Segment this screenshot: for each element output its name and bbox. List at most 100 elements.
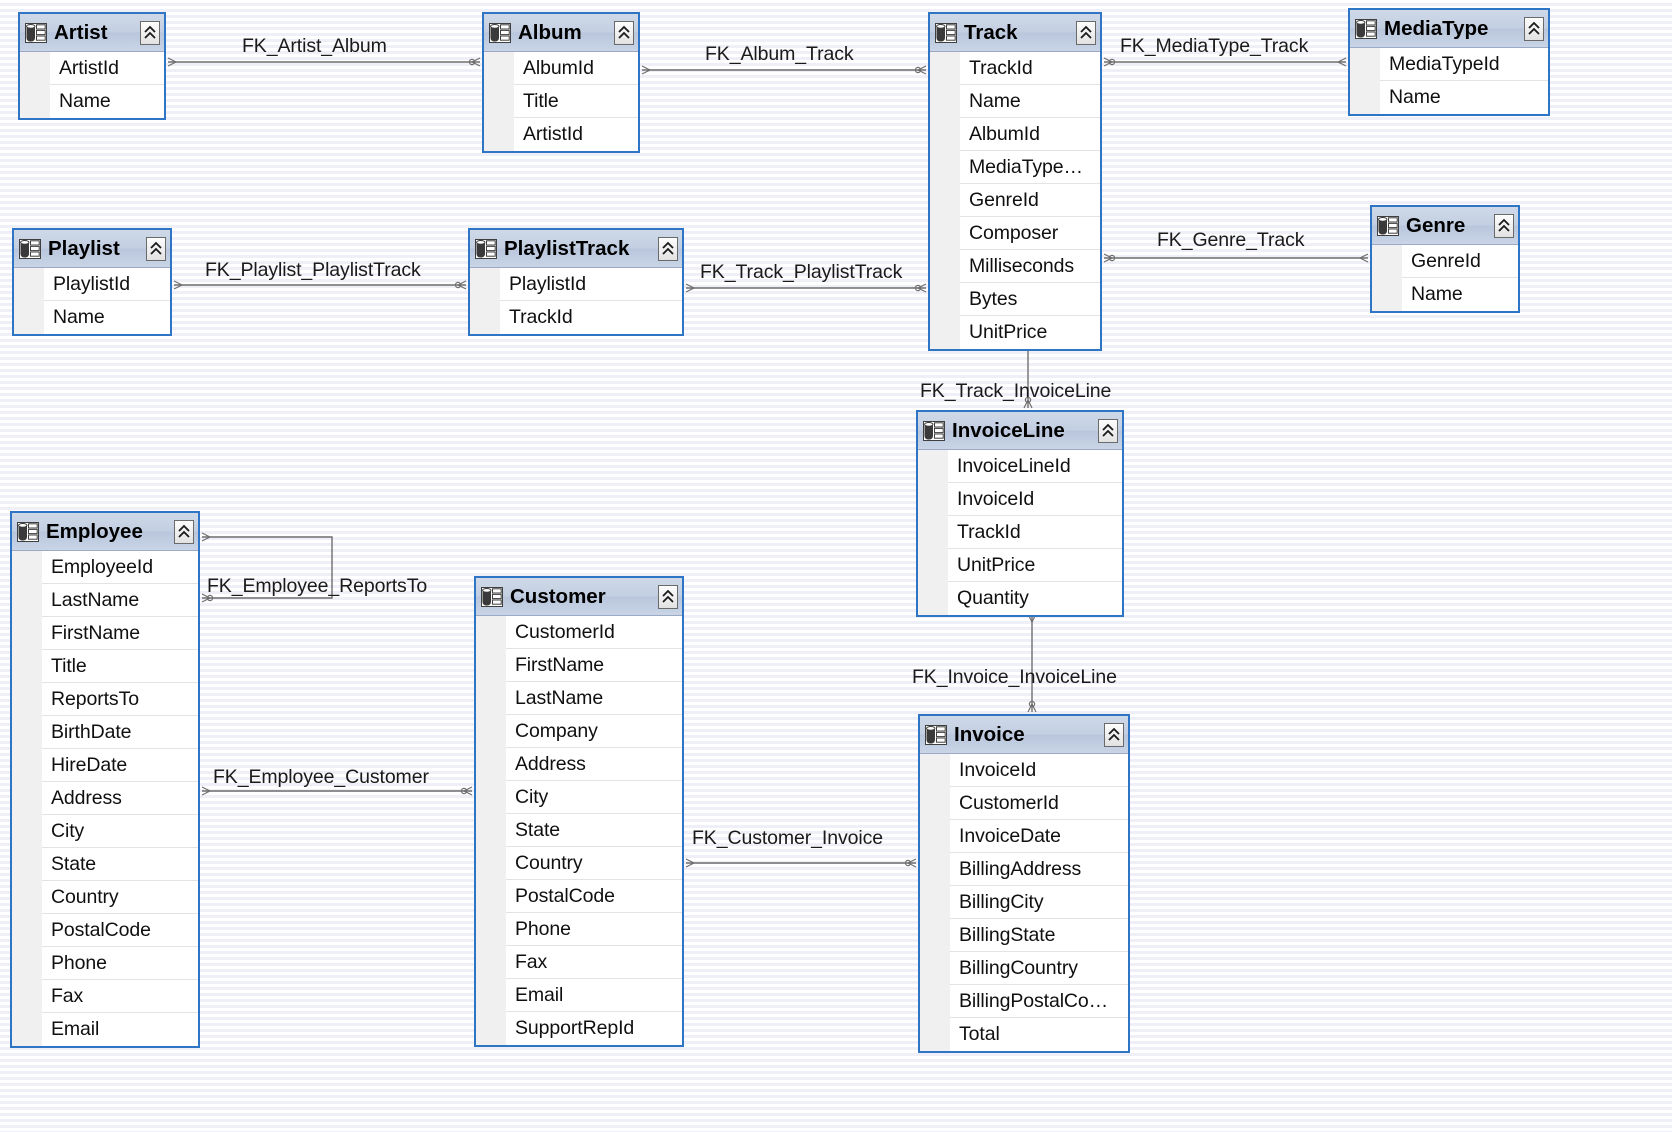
column-row[interactable]: BillingState bbox=[920, 919, 1128, 952]
column-row[interactable]: Address bbox=[12, 782, 198, 815]
column-row[interactable]: MediaType… bbox=[930, 151, 1100, 184]
column-row[interactable]: Total bbox=[920, 1018, 1128, 1051]
column-row[interactable]: Phone bbox=[476, 913, 682, 946]
column-name: Email bbox=[515, 983, 564, 1006]
column-row[interactable]: InvoiceId bbox=[918, 483, 1122, 516]
column-row[interactable]: Name bbox=[930, 85, 1100, 118]
column-row-primary-key[interactable]: TrackId bbox=[470, 301, 682, 334]
column-row[interactable]: PostalCode bbox=[12, 914, 198, 947]
column-row[interactable]: Name bbox=[1350, 81, 1548, 114]
column-row[interactable]: TrackId bbox=[918, 516, 1122, 549]
column-row[interactable]: Email bbox=[476, 979, 682, 1012]
column-row[interactable]: UnitPrice bbox=[918, 549, 1122, 582]
collapse-chevrons-up-icon[interactable] bbox=[174, 519, 194, 544]
collapse-chevrons-up-icon[interactable] bbox=[658, 236, 678, 261]
column-row[interactable]: Name bbox=[14, 301, 170, 334]
collapse-chevrons-up-icon[interactable] bbox=[140, 20, 160, 45]
column-row[interactable]: ArtistId bbox=[484, 118, 638, 151]
column-row[interactable]: Country bbox=[12, 881, 198, 914]
column-row[interactable]: City bbox=[476, 781, 682, 814]
column-row[interactable]: State bbox=[12, 848, 198, 881]
column-row[interactable]: Fax bbox=[12, 980, 198, 1013]
column-row[interactable]: BillingCity bbox=[920, 886, 1128, 919]
table-header-invoiceline[interactable]: InvoiceLine bbox=[918, 412, 1122, 450]
column-row[interactable]: LastName bbox=[476, 682, 682, 715]
table-header-track[interactable]: Track bbox=[930, 14, 1100, 52]
table-header-genre[interactable]: Genre bbox=[1372, 207, 1518, 245]
column-row[interactable]: InvoiceDate bbox=[920, 820, 1128, 853]
column-row[interactable]: Quantity bbox=[918, 582, 1122, 615]
collapse-chevrons-up-icon[interactable] bbox=[1104, 722, 1124, 747]
column-row-primary-key[interactable]: ArtistId bbox=[20, 52, 164, 85]
collapse-chevrons-up-icon[interactable] bbox=[1076, 20, 1096, 45]
table-header-customer[interactable]: Customer bbox=[476, 578, 682, 616]
column-row[interactable]: Milliseconds bbox=[930, 250, 1100, 283]
column-row-primary-key[interactable]: MediaTypeId bbox=[1350, 48, 1548, 81]
column-row-primary-key[interactable]: AlbumId bbox=[484, 52, 638, 85]
column-row-primary-key[interactable]: InvoiceLineId bbox=[918, 450, 1122, 483]
relationship-label-fk_track_playlisttrack: FK_Track_PlaylistTrack bbox=[700, 261, 903, 283]
column-row-primary-key[interactable]: GenreId bbox=[1372, 245, 1518, 278]
column-row[interactable]: Name bbox=[20, 85, 164, 118]
column-row-primary-key[interactable]: PlaylistId bbox=[14, 268, 170, 301]
column-row-primary-key[interactable]: InvoiceId bbox=[920, 754, 1128, 787]
column-row[interactable]: Address bbox=[476, 748, 682, 781]
column-row[interactable]: SupportRepId bbox=[476, 1012, 682, 1045]
column-row[interactable]: UnitPrice bbox=[930, 316, 1100, 349]
table-header-album[interactable]: Album bbox=[484, 14, 638, 52]
table-header-invoice[interactable]: Invoice bbox=[920, 716, 1128, 754]
column-row[interactable]: GenreId bbox=[930, 184, 1100, 217]
column-row[interactable]: AlbumId bbox=[930, 118, 1100, 151]
table-header-employee[interactable]: Employee bbox=[12, 513, 198, 551]
collapse-chevrons-up-icon[interactable] bbox=[1524, 16, 1544, 41]
column-row[interactable]: Fax bbox=[476, 946, 682, 979]
column-row[interactable]: ReportsTo bbox=[12, 683, 198, 716]
column-row[interactable]: Bytes bbox=[930, 283, 1100, 316]
collapse-chevrons-up-icon[interactable] bbox=[614, 20, 634, 45]
column-row-primary-key[interactable]: CustomerId bbox=[476, 616, 682, 649]
table-header-mediatype[interactable]: MediaType bbox=[1350, 10, 1548, 48]
column-row[interactable]: BillingAddress bbox=[920, 853, 1128, 886]
column-row-primary-key[interactable]: EmployeeId bbox=[12, 551, 198, 584]
column-row[interactable]: Country bbox=[476, 847, 682, 880]
table-header-playlist[interactable]: Playlist bbox=[14, 230, 170, 268]
column-row[interactable]: Company bbox=[476, 715, 682, 748]
column-row[interactable]: Composer bbox=[930, 217, 1100, 250]
relationship-label-fk_playlist_playlisttrack: FK_Playlist_PlaylistTrack bbox=[205, 259, 421, 281]
column-row[interactable]: BillingCountry bbox=[920, 952, 1128, 985]
column-row-primary-key[interactable]: PlaylistId bbox=[470, 268, 682, 301]
column-row[interactable]: Email bbox=[12, 1013, 198, 1046]
table-header-artist[interactable]: Artist bbox=[20, 14, 164, 52]
column-row[interactable]: Title bbox=[12, 650, 198, 683]
column-row[interactable]: FirstName bbox=[476, 649, 682, 682]
column-row[interactable]: CustomerId bbox=[920, 787, 1128, 820]
column-row[interactable]: Name bbox=[1372, 278, 1518, 311]
column-row[interactable]: Phone bbox=[12, 947, 198, 980]
column-row[interactable]: BillingPostalCo… bbox=[920, 985, 1128, 1018]
collapse-chevrons-up-icon[interactable] bbox=[658, 584, 678, 609]
column-row-primary-key[interactable]: TrackId bbox=[930, 52, 1100, 85]
column-row[interactable]: Title bbox=[484, 85, 638, 118]
column-row[interactable]: FirstName bbox=[12, 617, 198, 650]
column-row[interactable]: State bbox=[476, 814, 682, 847]
column-row[interactable]: HireDate bbox=[12, 749, 198, 782]
collapse-chevrons-up-icon[interactable] bbox=[1494, 213, 1514, 238]
collapse-chevrons-up-icon[interactable] bbox=[146, 236, 166, 261]
column-row[interactable]: BirthDate bbox=[12, 716, 198, 749]
column-row[interactable]: City bbox=[12, 815, 198, 848]
column-row[interactable]: PostalCode bbox=[476, 880, 682, 913]
table-header-playlisttrack[interactable]: PlaylistTrack bbox=[470, 230, 682, 268]
collapse-chevrons-up-icon[interactable] bbox=[1098, 418, 1118, 443]
column-row[interactable]: LastName bbox=[12, 584, 198, 617]
